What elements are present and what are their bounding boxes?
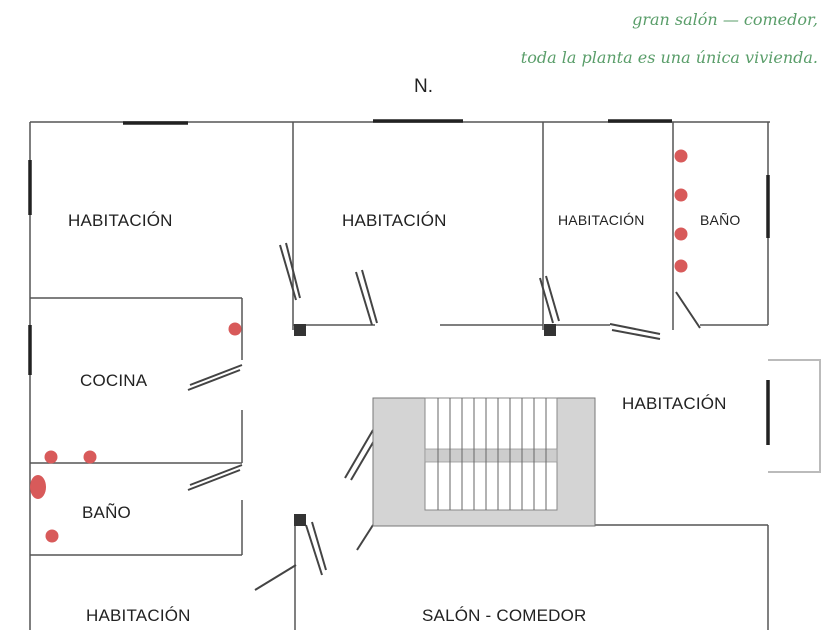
stair-landing (424, 448, 558, 463)
room-label-bedroom-nw: HABITACIÓN (68, 211, 173, 230)
door (611, 329, 661, 340)
door (187, 469, 241, 491)
door (254, 564, 297, 591)
door (675, 291, 701, 329)
room-label-living-dining: SALÓN - COMEDOR (422, 606, 587, 625)
fixture-dot (44, 450, 58, 464)
door (539, 277, 554, 324)
room-label-bedroom-n: HABITACIÓN (342, 211, 447, 230)
fixture-dot (228, 322, 242, 336)
door (305, 524, 323, 576)
stairwell (372, 397, 596, 527)
room-label-bedroom-sw: HABITACIÓN (86, 606, 191, 625)
door (356, 524, 374, 551)
room-label-bedroom-e: HABITACIÓN (622, 394, 727, 413)
door (609, 323, 661, 335)
balcony-outline (768, 359, 821, 473)
door (355, 271, 373, 326)
room-label-kitchen: COCINA (80, 371, 148, 390)
fixture-dot (83, 450, 97, 464)
fixture-dot (45, 529, 59, 543)
handwritten-note-line-1: gran salón — comedor, (632, 10, 818, 29)
fixture-dot (674, 149, 688, 163)
fixture-dot (674, 259, 688, 273)
door (187, 369, 241, 391)
column (294, 514, 306, 526)
north-indicator: N. (414, 76, 433, 97)
handwritten-note-line-2: toda la planta es una única vivienda. (520, 48, 818, 67)
room-label-bathroom-ne: BAÑO (700, 212, 741, 228)
room-label-bathroom-w: BAÑO (82, 503, 131, 522)
column (294, 324, 306, 336)
fixture-dot (674, 188, 688, 202)
door (361, 269, 378, 324)
door (189, 364, 243, 386)
fixture-dot (30, 475, 46, 499)
door (344, 429, 374, 479)
door (311, 521, 327, 571)
door (189, 464, 243, 486)
door (285, 242, 301, 299)
door (279, 244, 297, 301)
fixture-dot (674, 227, 688, 241)
column (544, 324, 556, 336)
door (545, 275, 560, 322)
room-label-bedroom-ne: HABITACIÓN (558, 212, 645, 228)
